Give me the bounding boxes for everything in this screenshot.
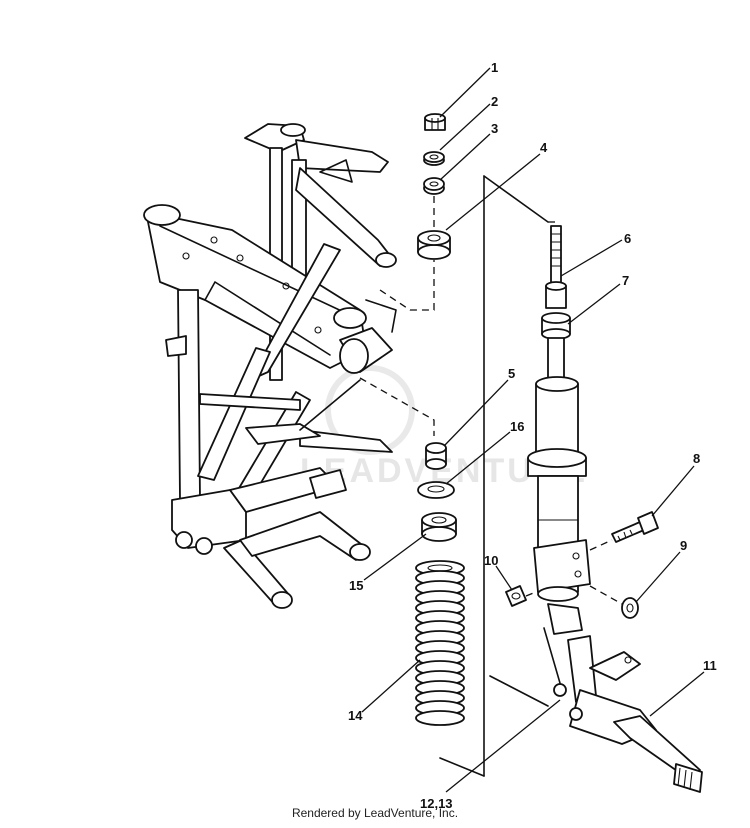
callout-12-13: 12,13	[420, 796, 453, 811]
callout-9: 9	[680, 538, 687, 553]
callout-10: 10	[484, 553, 498, 568]
spring-part-14	[415, 560, 465, 726]
leader-lines	[361, 67, 705, 793]
spindle-part-11	[489, 635, 703, 793]
callout-2: 2	[491, 94, 498, 109]
callout-16: 16	[510, 419, 524, 434]
nut-part-1	[424, 113, 446, 131]
callout-4: 4	[540, 140, 548, 155]
callout-1: 1	[491, 60, 498, 75]
callout-6: 6	[624, 231, 631, 246]
nut-part-5	[425, 442, 447, 470]
frame-assembly	[143, 123, 397, 609]
callout-15: 15	[349, 578, 363, 593]
callout-14: 14	[348, 708, 363, 723]
footer-credit: Rendered by LeadVenture, Inc.	[291, 806, 459, 820]
bushing-part-4	[417, 230, 451, 260]
callout-labels: 1 2 3 4 5 6 7 8 9 10 11 12,13 14 15 16	[348, 60, 717, 811]
hardware-stack	[359, 113, 465, 726]
callout-5: 5	[508, 366, 515, 381]
washer-part-16	[417, 481, 455, 499]
callout-11: 11	[703, 658, 717, 673]
washer-part-2	[423, 151, 445, 166]
washer-part-3	[423, 177, 445, 195]
spring-top-opening	[427, 564, 453, 572]
callout-8: 8	[693, 451, 700, 466]
shock-strut	[527, 225, 591, 691]
bolt-part-8	[589, 511, 659, 551]
washer-part-9	[589, 585, 639, 619]
nut-part-10	[505, 585, 537, 607]
callout-3: 3	[491, 121, 498, 136]
callout-7: 7	[622, 273, 629, 288]
bushing-part-15	[421, 512, 457, 542]
spring-coil	[415, 710, 465, 726]
